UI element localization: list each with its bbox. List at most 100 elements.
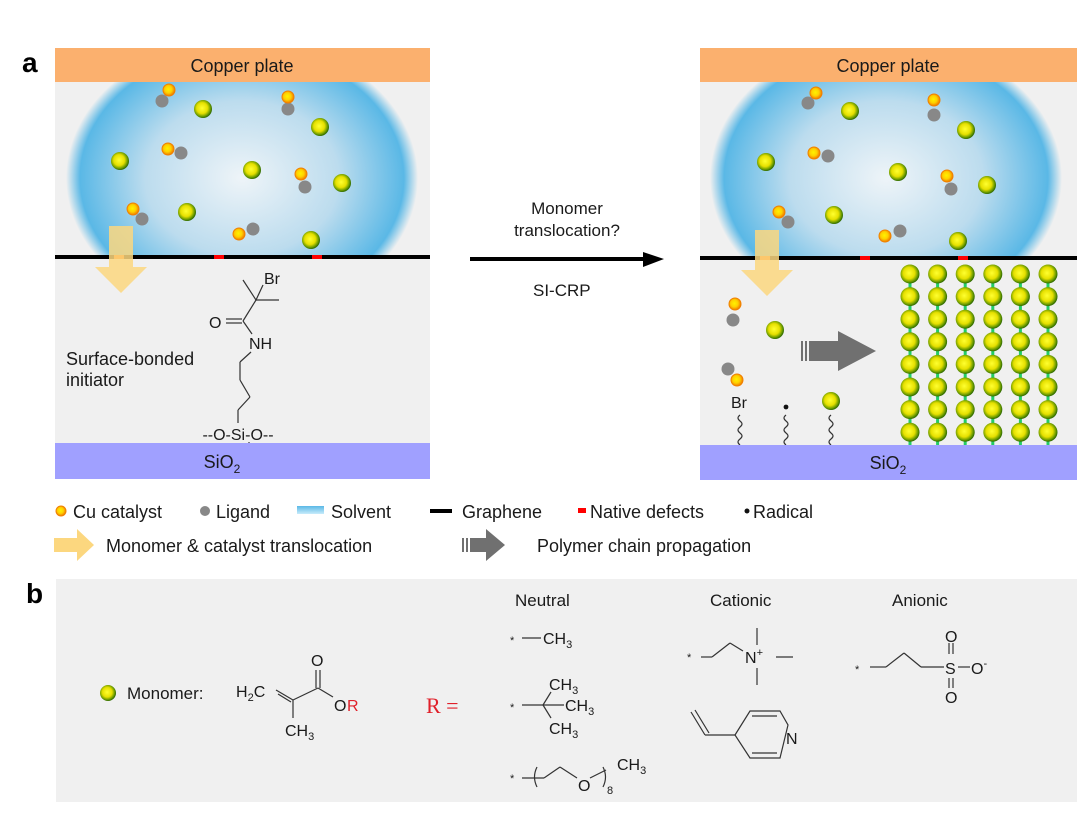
tether-radical: [783, 414, 789, 446]
sio2-label-left: SiO2: [204, 452, 241, 476]
monomer: [900, 354, 920, 374]
copper-plate-label-left: Copper plate: [190, 56, 293, 76]
monomer: [1010, 264, 1030, 284]
solvent-icon: [297, 506, 324, 514]
category-cationic: Cationic: [710, 591, 772, 610]
monomer: [983, 422, 1003, 442]
legend-radical: Radical: [753, 502, 813, 522]
ligand: [246, 222, 260, 236]
left-scene: Copper plate Br O NH --O-Si-O--: [55, 48, 430, 479]
monomer: [1010, 332, 1030, 352]
cu-catalyst: [281, 90, 295, 104]
initiator-o: O: [209, 315, 221, 332]
legend-propagation: Polymer chain propagation: [537, 536, 751, 556]
initiator-label-line1: Surface-bonded: [66, 349, 194, 369]
cu-catalyst: [730, 373, 744, 387]
monomer: [978, 176, 996, 194]
panel-b-background: [56, 579, 1077, 802]
monomer: [825, 206, 843, 224]
reaction-arrow-head: [643, 252, 664, 267]
cu-catalyst: [126, 202, 140, 216]
cationic-group: Cationic * N+ N: [687, 591, 798, 759]
monomer-label: Monomer:: [127, 684, 204, 703]
ligand: [801, 96, 815, 110]
ligand: [721, 362, 735, 376]
graphene-right: [700, 256, 1077, 260]
ligand: [781, 215, 795, 229]
copper-plate-label-right: Copper plate: [836, 56, 939, 76]
legend-cu-catalyst: Cu catalyst: [73, 502, 162, 522]
monomer: [983, 377, 1003, 397]
monomer: [178, 203, 196, 221]
right-particles: [721, 86, 996, 410]
svg-text:CH3: CH3: [543, 631, 572, 651]
svg-text:CH3: CH3: [549, 677, 578, 697]
monomer: [766, 321, 784, 339]
svg-text:CH3: CH3: [617, 757, 646, 777]
monomer: [194, 100, 212, 118]
oligoethylene-glycol-structure: * O 8 CH3: [510, 757, 646, 797]
monomer: [1038, 264, 1058, 284]
panel-a-letter: a: [22, 47, 38, 78]
panel-b-letter: b: [26, 578, 43, 609]
svg-text:O-: O-: [971, 658, 987, 678]
cu-catalyst: [927, 93, 941, 107]
peg-repeat-count: 8: [607, 785, 613, 797]
right-scene: Copper plate Br SiO2: [700, 48, 1077, 480]
ligand: [281, 102, 295, 116]
monomer: [900, 422, 920, 442]
category-anionic: Anionic: [892, 591, 948, 610]
monomer: [900, 287, 920, 307]
methyl-structure: * CH3: [510, 631, 572, 651]
monomer: [955, 309, 975, 329]
initiator-silane: --O-Si-O--: [202, 427, 273, 444]
legend-graphene: Graphene: [462, 502, 542, 522]
vinylpyridine-structure: N: [690, 709, 798, 759]
monomer: [1038, 287, 1058, 307]
trimethylammonium-structure: * N+: [687, 628, 793, 685]
monomer: [822, 392, 840, 410]
native-defect-left-3: [312, 255, 322, 259]
sulfopropyl-structure: * S O O O-: [855, 629, 987, 707]
ligand: [927, 108, 941, 122]
monomer: [983, 400, 1003, 420]
solvent-droplet-left: [66, 82, 418, 258]
cu-catalyst: [294, 167, 308, 181]
cu-catalyst-icon: [55, 505, 67, 517]
neutral-group: Neutral * CH3 * CH3 CH3 CH3 * O 8: [510, 591, 646, 797]
ligand: [174, 146, 188, 160]
left-particles: [111, 83, 351, 249]
svg-text:N: N: [786, 731, 798, 748]
svg-text:O: O: [945, 690, 957, 707]
monomer: [955, 377, 975, 397]
svg-text:*: *: [855, 664, 860, 676]
monomer: [955, 400, 975, 420]
monomer: [1010, 400, 1030, 420]
monomer-ch3: CH3: [285, 723, 314, 743]
svg-text:O: O: [945, 629, 957, 646]
monomer-icon: [100, 685, 116, 701]
cu-catalyst: [940, 169, 954, 183]
translocation-arrow-left: [95, 226, 147, 293]
translocation-arrow-right: [741, 230, 793, 296]
monomer: [111, 152, 129, 170]
monomer: [983, 354, 1003, 374]
sio2-substrate-left: [55, 443, 430, 479]
graphene-icon: [430, 509, 452, 513]
monomer: [983, 309, 1003, 329]
monomer: [889, 163, 907, 181]
monomer: [243, 161, 261, 179]
cu-catalyst: [809, 86, 823, 100]
legend-translocation: Monomer & catalyst translocation: [106, 536, 372, 556]
monomer: [900, 377, 920, 397]
monomer: [900, 264, 920, 284]
anionic-group: Anionic * S O O O-: [855, 591, 987, 707]
monomer: [983, 264, 1003, 284]
initiator-nh: NH: [249, 336, 272, 353]
cu-catalyst: [161, 142, 175, 156]
monomer: [928, 264, 948, 284]
monomer: [928, 400, 948, 420]
legend-native-defects: Native defects: [590, 502, 704, 522]
legend-ligand: Ligand: [216, 502, 270, 522]
